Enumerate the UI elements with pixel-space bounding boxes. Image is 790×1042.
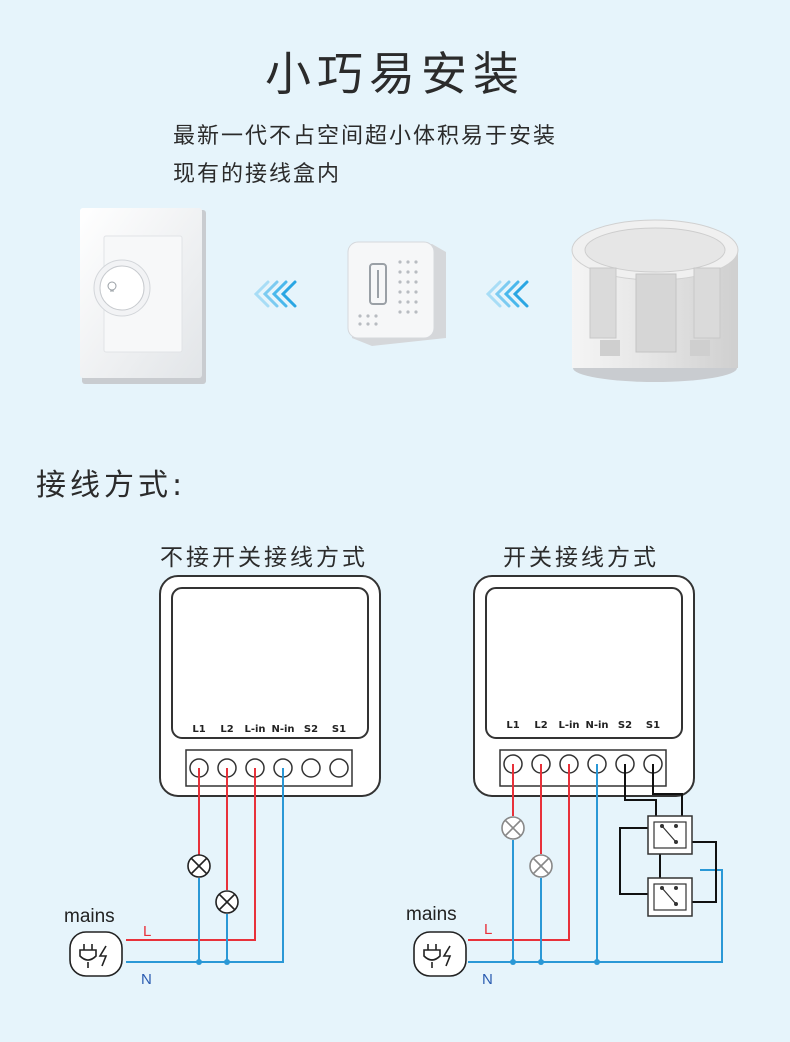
neutral-label: N xyxy=(141,971,152,988)
module-body xyxy=(473,575,695,797)
mains-label: mains xyxy=(64,906,115,927)
terminal-label: L1 xyxy=(192,724,205,735)
diagram-title-no-switch: 不接开关接线方式 xyxy=(160,545,368,571)
terminal-label: L-in xyxy=(244,724,265,735)
module-body xyxy=(159,575,381,797)
live-wire xyxy=(126,768,256,941)
wiring-diagrams: L1 L2 L-in N-in S2 S1 xyxy=(64,575,723,988)
terminal-label: L1 xyxy=(506,720,519,731)
terminal-label: L-in xyxy=(558,720,579,731)
lamp-icon xyxy=(501,816,525,840)
lamp-icon xyxy=(529,854,553,878)
terminal-label: N-in xyxy=(271,724,294,735)
lamp-icon xyxy=(187,854,211,878)
mains-label: mains xyxy=(406,904,457,925)
wall-dimmer-image xyxy=(80,208,206,384)
subtitle-line-1: 最新一代不占空间超小体积易于安装 xyxy=(173,124,558,149)
terminal-label: S2 xyxy=(618,720,632,731)
terminal-label: S2 xyxy=(304,724,318,735)
neutral-wire xyxy=(126,768,284,963)
page-title: 小巧易安装 xyxy=(265,47,525,101)
live-label: L xyxy=(484,921,492,938)
subtitle-line-2: 现有的接线盒内 xyxy=(173,162,342,187)
terminal-labels: L1 L2 L-in N-in S2 S1 xyxy=(192,724,346,735)
lamp-icon xyxy=(215,890,239,914)
terminal-labels: L1 L2 L-in N-in S2 S1 xyxy=(506,720,660,731)
diagram-title-with-switch: 开关接线方式 xyxy=(503,545,659,571)
arrow-left-icon xyxy=(253,280,297,308)
switch-icon xyxy=(647,815,693,855)
live-wire xyxy=(468,764,570,941)
junction-box-image xyxy=(571,219,739,382)
neutral-label: N xyxy=(482,971,493,988)
terminal-label: N-in xyxy=(585,720,608,731)
live-label: L xyxy=(143,923,151,940)
power-plug-icon xyxy=(69,931,123,977)
wiring-diagram-with-switch: L1 L2 L-in N-in S2 S1 xyxy=(406,575,723,988)
product-illustration xyxy=(80,208,739,384)
smart-module-image xyxy=(347,241,446,346)
section-title: 接线方式: xyxy=(36,468,187,503)
terminal-label: S1 xyxy=(332,724,346,735)
terminal-label: L2 xyxy=(534,720,547,731)
power-plug-icon xyxy=(413,931,467,977)
arrow-left-icon xyxy=(485,280,529,308)
wiring-diagram-no-switch: L1 L2 L-in N-in S2 S1 xyxy=(64,575,381,988)
terminal-label: L2 xyxy=(220,724,233,735)
bulb-icon xyxy=(107,281,117,292)
switch-icon xyxy=(647,877,693,917)
terminal-label: S1 xyxy=(646,720,660,731)
